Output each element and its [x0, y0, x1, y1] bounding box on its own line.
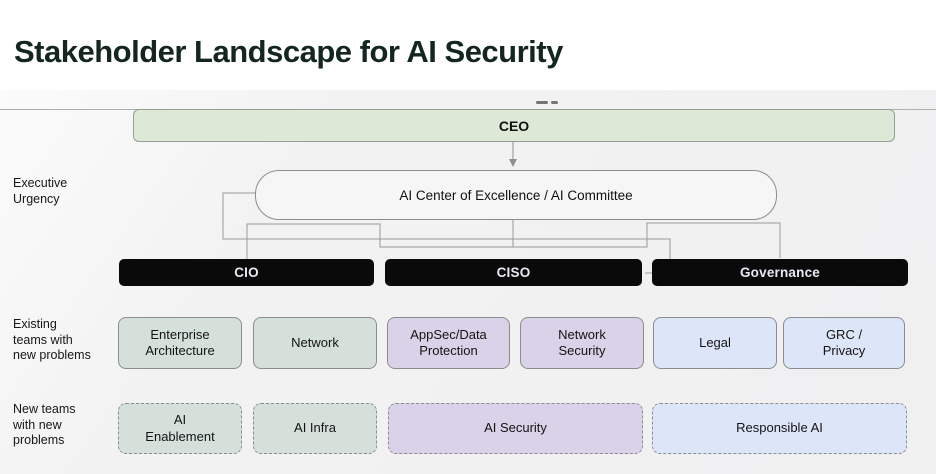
row-label-new-teams: New teams with new problems — [13, 402, 76, 447]
team-box-ai-enablement: AI Enablement — [118, 403, 242, 454]
team-box-label: GRC / Privacy — [822, 326, 866, 358]
team-box-label: AI Infra — [294, 420, 336, 436]
flow-arrow-head — [509, 159, 517, 167]
team-box-network-security: Network Security — [520, 317, 644, 369]
team-box-label: AI Security — [484, 420, 547, 436]
ceo-box: CEO — [133, 109, 895, 142]
ceo-label: CEO — [498, 117, 530, 134]
bar-governance: Governance — [652, 259, 908, 286]
team-box-label: Network Security — [558, 326, 606, 358]
clipped-artifact — [536, 101, 548, 104]
committee-pill: AI Center of Excellence / AI Committee — [255, 170, 777, 220]
bar-cio-label: CIO — [234, 265, 259, 280]
team-box-label: Legal — [699, 334, 731, 350]
connector-distribution — [246, 222, 781, 259]
bar-governance-label: Governance — [739, 265, 821, 280]
team-box-enterprise-architecture: Enterprise Architecture — [118, 317, 242, 369]
committee-label: AI Center of Excellence / AI Committee — [399, 187, 633, 203]
bar-ciso: CISO — [385, 259, 642, 286]
team-box-label: Enterprise Architecture — [145, 326, 215, 358]
page-title: Stakeholder Landscape for AI Security — [14, 34, 563, 69]
team-box-grc-privacy: GRC / Privacy — [783, 317, 905, 369]
team-box-legal: Legal — [653, 317, 777, 369]
team-box-label: Network — [291, 334, 339, 350]
row-label-existing-teams: Existing teams with new problems — [13, 317, 91, 362]
row-label-executive-urgency: Executive Urgency — [13, 176, 68, 206]
team-box-responsible-ai: Responsible AI — [652, 403, 907, 454]
team-box-label: AI Enablement — [145, 412, 215, 444]
team-box-appsec-data-protection: AppSec/Data Protection — [387, 317, 510, 369]
team-box-ai-infra: AI Infra — [253, 403, 377, 454]
team-box-label: Responsible AI — [736, 420, 823, 436]
team-box-label: AppSec/Data Protection — [410, 326, 487, 358]
team-box-ai-security: AI Security — [388, 403, 643, 454]
bar-ciso-label: CISO — [496, 265, 531, 280]
bar-cio: CIO — [119, 259, 374, 286]
team-box-network: Network — [253, 317, 377, 369]
clipped-artifact — [551, 101, 558, 104]
